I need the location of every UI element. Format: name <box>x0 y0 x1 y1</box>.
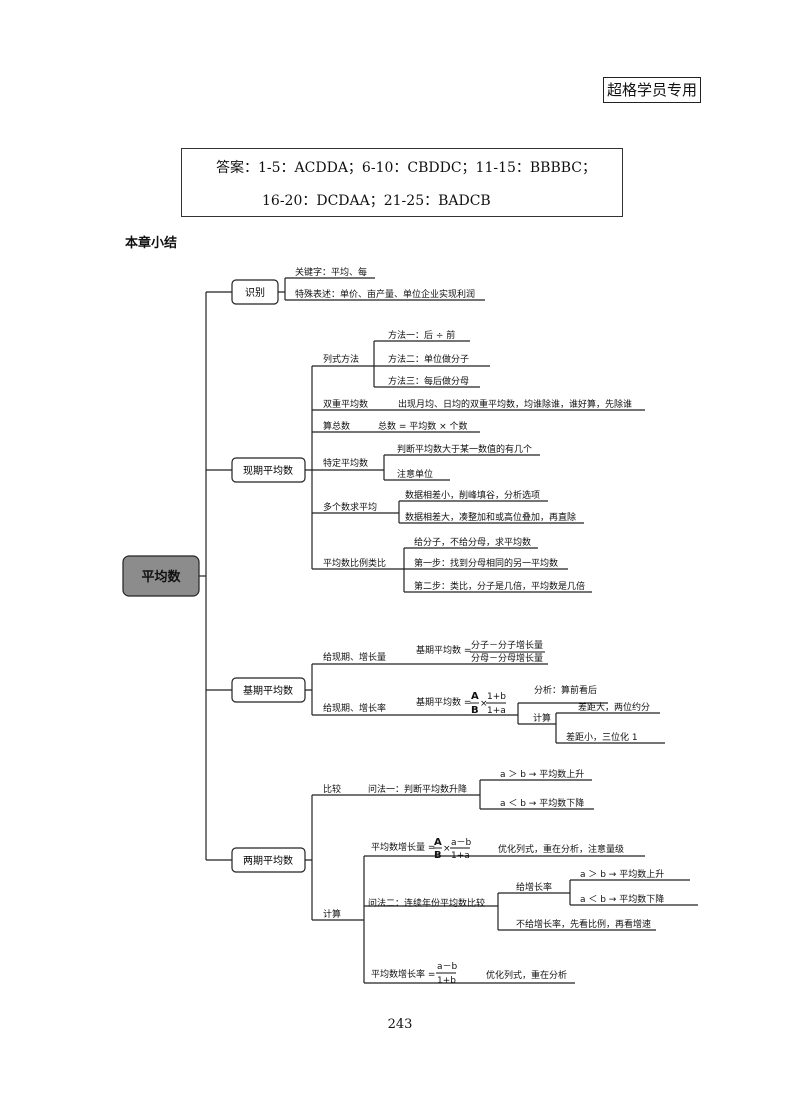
b2-s4-label: 特定平均数 <box>323 457 368 469</box>
b2-s3-desc: 总数 = 平均数 × 个数 <box>378 420 468 432</box>
b2-s5-d2: 数据相差大，凑整加和或高位叠加，再直除 <box>405 511 576 523</box>
b2-s1-label: 列式方法 <box>323 353 359 365</box>
b4-f2-label: 平均数增长率 = <box>371 968 435 980</box>
answer-box <box>181 148 623 217</box>
b3-s2-label: 给现期、增长率 <box>323 702 386 714</box>
b2-s6-d1: 给分子，不给分母，求平均数 <box>414 536 531 548</box>
b1-keywords: 关键字：平均、每 <box>295 266 367 278</box>
b2-s1-m2: 方法二：单位做分子 <box>388 353 469 365</box>
b3-s1-denominator: 分母－分母增长量 <box>471 652 543 664</box>
student-only-badge: 超格学员专用 <box>603 77 701 103</box>
branch-2-box <box>231 457 306 483</box>
b3-s2-calc: 计算 <box>533 712 551 724</box>
answer-line-2: 16-20：DCDAA；21-25：BADCB <box>262 193 491 209</box>
b3-s2-times: × <box>480 699 488 709</box>
b4-r2: a ＜ b → 平均数下降 <box>580 893 664 905</box>
b2-s1-m3: 方法三：每后做分母 <box>388 375 469 387</box>
b3-s1-numerator: 分子－分子增长量 <box>471 639 543 651</box>
root-label: 平均数 <box>141 569 181 585</box>
b3-s2-small-gap: 差距小，三位化 1 <box>566 731 638 743</box>
b3-s2-big-gap: 差距大，两位约分 <box>578 701 650 713</box>
page-number: 243 <box>387 1017 413 1032</box>
branch-4-label: 两期平均数 <box>243 854 293 867</box>
b4-given-rate: 给增长率 <box>516 881 552 893</box>
b3-s2-formula-label: 基期平均数 = <box>416 696 471 708</box>
b4-s1-r2: a ＜ b → 平均数下降 <box>500 797 584 809</box>
b2-s2-label: 双重平均数 <box>323 398 368 410</box>
b4-not-given: 不给增长率，先看比例，再看增速 <box>516 918 651 930</box>
b3-s2-b: B <box>471 705 479 716</box>
b3-s2-fnum: 1+b <box>487 692 506 702</box>
b4-f1-den: 1+a <box>451 851 470 861</box>
b4-f2-note: 优化列式，重在分析 <box>486 969 567 981</box>
root-node <box>122 555 200 597</box>
b2-s6-d3: 第二步：类比，分子是几倍，平均数是几倍 <box>414 580 585 592</box>
b2-s6-d2: 第一步：找到分母相同的另一平均数 <box>414 557 558 569</box>
b2-s5-label: 多个数求平均 <box>323 501 377 513</box>
branch-1-box <box>231 279 279 305</box>
b2-s5-d1: 数据相差小，削峰填谷，分析选项 <box>405 489 540 501</box>
b2-s1-m1: 方法一：后 ÷ 前 <box>388 329 455 341</box>
b4-f1-label: 平均数增长量 = <box>371 841 435 853</box>
b2-s4-d2: 注意单位 <box>397 468 433 480</box>
answer-line-1: 答案：1-5：ACDDA；6-10：CBDDC；11-15：BBBBC； <box>216 160 597 176</box>
b2-s2-desc: 出现月均、日均的双重平均数，均谁除谁，谁好算，先除谁 <box>398 398 632 410</box>
b4-f1-a: A <box>434 837 442 848</box>
b4-s1-label: 比较 <box>323 783 341 795</box>
b4-f2-num: a－b <box>437 962 458 972</box>
section-title: 本章小结 <box>125 236 178 251</box>
b2-s4-d1: 判断平均数大于某一数值的有几个 <box>397 443 532 455</box>
b4-f2-den: 1+b <box>437 976 456 986</box>
b2-s3-label: 算总数 <box>323 420 350 432</box>
b1-special: 特殊表述：单价、亩产量、单位企业实现利润 <box>295 288 475 300</box>
branch-2-label: 现期平均数 <box>243 464 293 477</box>
branch-1-label: 识别 <box>245 287 265 299</box>
branch-3-label: 基期平均数 <box>243 684 293 697</box>
b4-r1: a ＞ b → 平均数上升 <box>580 868 664 880</box>
b3-s1-formula-label: 基期平均数 = <box>416 644 471 656</box>
b2-s6-label: 平均数比例类比 <box>323 557 386 569</box>
b3-s2-fden: 1+a <box>487 706 506 716</box>
b4-f1-note: 优化列式，重在分析，注意量级 <box>498 843 624 855</box>
b4-f1-num: a－b <box>451 838 472 848</box>
b4-s2-label: 计算 <box>323 908 341 920</box>
b4-f1-times: × <box>443 844 451 854</box>
b4-method2: 问法二：连续年份平均数比较 <box>368 897 485 909</box>
b4-s1-r1: a ＞ b → 平均数上升 <box>500 768 584 780</box>
b4-s1-method: 问法一：判断平均数升降 <box>368 783 467 795</box>
branch-4-box <box>231 847 306 873</box>
branch-3-box <box>231 677 306 703</box>
b4-f1-b: B <box>434 850 442 861</box>
b3-s2-analysis: 分析：算前看后 <box>534 684 597 696</box>
b3-s2-a: A <box>471 691 479 702</box>
b3-s1-label: 给现期、增长量 <box>323 651 386 663</box>
